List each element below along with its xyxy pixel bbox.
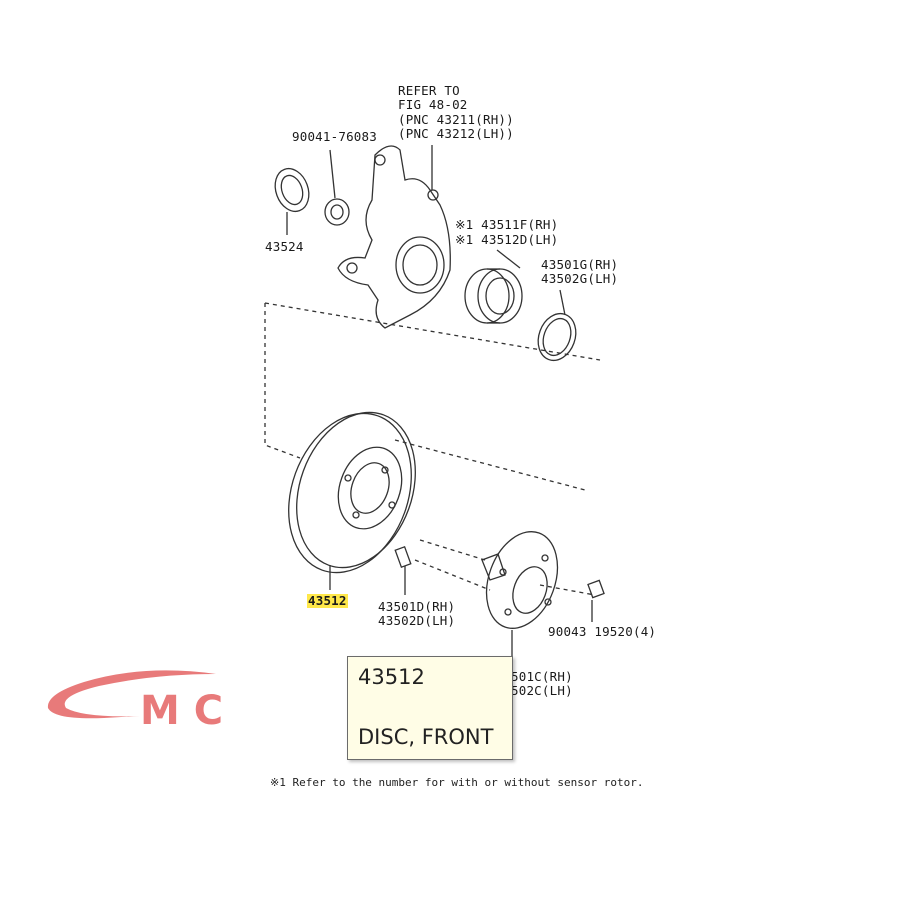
- refer-label: (PNC 43212(LH)): [398, 126, 514, 141]
- part-label-43501d[interactable]: 43501D(RH): [378, 599, 456, 614]
- part-label-43501c[interactable]: 501C(RH): [511, 669, 573, 684]
- refer-label: FIG 48-02: [398, 97, 468, 112]
- part-label-43512d[interactable]: ※1 43512D(LH): [455, 232, 559, 247]
- brake-disc-icon: [288, 411, 416, 590]
- refer-label: (PNC 43211(RH)): [398, 112, 514, 127]
- guide-line: [264, 302, 601, 361]
- dust-cover-icon: [274, 167, 310, 235]
- steering-knuckle-icon: [337, 145, 451, 329]
- hub-bolt-icon: [587, 579, 605, 622]
- part-label-90041[interactable]: 90041-76083: [292, 129, 377, 144]
- guide-line: [264, 303, 301, 459]
- axle-hub-icon: [481, 531, 559, 658]
- guide-line: [414, 559, 491, 591]
- guide-line: [419, 539, 486, 561]
- part-label-43511f[interactable]: ※1 43511F(RH): [455, 217, 559, 232]
- hub-bearing-icon: [464, 249, 523, 324]
- part-label-43502g[interactable]: 43502G(LH): [541, 271, 619, 286]
- guide-line: [394, 439, 586, 491]
- refer-label: REFER TO: [398, 83, 460, 98]
- part-label-43512-highlighted[interactable]: 43512: [307, 593, 348, 608]
- part-label-43524[interactable]: 43524: [265, 239, 304, 254]
- footnote: ※1 Refer to the number for with or witho…: [270, 776, 644, 789]
- part-label-43501g[interactable]: 43501G(RH): [541, 257, 619, 272]
- part-label-43502c[interactable]: 502C(LH): [511, 683, 573, 698]
- logo-text: MC: [140, 688, 238, 734]
- guide-line: [539, 584, 596, 596]
- part-label-43502d[interactable]: 43502D(LH): [378, 613, 456, 628]
- cmc-logo-icon: [47, 670, 217, 719]
- snap-ring-icon: [537, 289, 577, 362]
- part-tooltip: 43512 DISC, FRONT: [347, 656, 513, 760]
- tooltip-part-number: 43512: [358, 665, 425, 689]
- part-label-90043[interactable]: 90043 19520(4): [548, 624, 657, 639]
- nut-icon: [324, 149, 350, 226]
- hub-bolt-icon: [394, 545, 412, 595]
- tooltip-description: DISC, FRONT: [358, 725, 494, 749]
